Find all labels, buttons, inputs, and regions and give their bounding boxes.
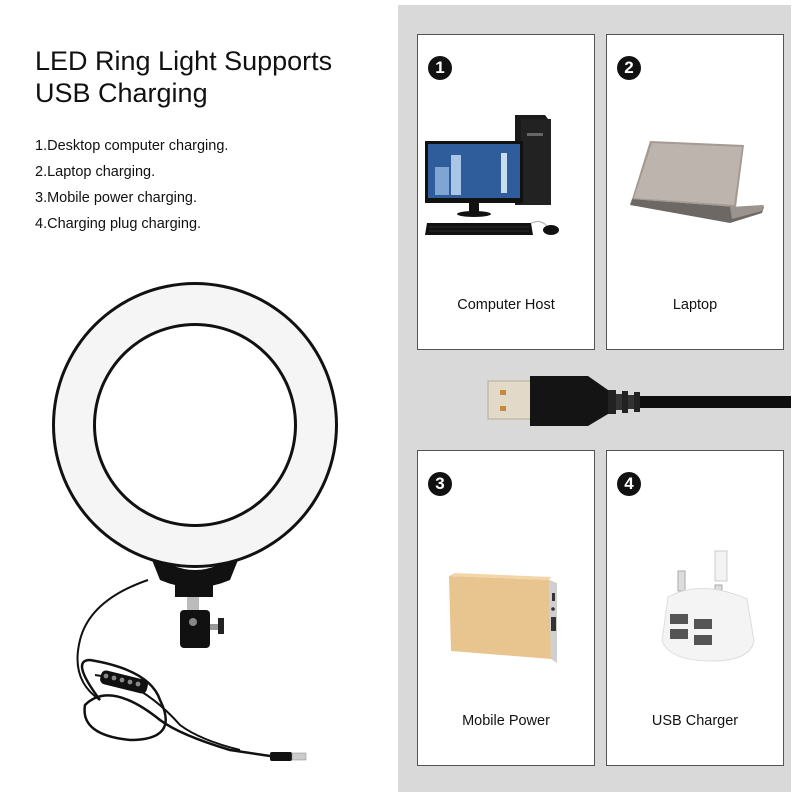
desktop-computer-icon <box>423 95 589 285</box>
feature-item: 2.Laptop charging. <box>35 164 156 180</box>
title-line-2: USB Charging <box>35 78 208 108</box>
page-title: LED Ring Light Supports USB Charging <box>35 45 332 109</box>
usb-connector-icon <box>478 368 791 434</box>
card-label: Laptop <box>672 297 718 313</box>
number-badge: 3 <box>428 472 452 496</box>
card-mobile-power: 3 Mobile Power <box>417 450 595 766</box>
feature-item: 3.Mobile power charging. <box>35 190 198 206</box>
card-label: USB Charger <box>651 713 739 729</box>
laptop-icon <box>612 95 778 285</box>
card-usb-charger: 4 USB Charger <box>606 450 784 766</box>
number-badge: 1 <box>428 56 452 80</box>
card-computer-host: 1 Computer Host <box>417 34 595 350</box>
usb-wall-charger-icon <box>612 511 778 701</box>
card-label: Mobile Power <box>462 713 550 729</box>
ring-light-image <box>30 280 360 780</box>
card-laptop: 2 Laptop <box>606 34 784 350</box>
feature-list: 1.Desktop computer charging. 2.Laptop ch… <box>35 133 228 237</box>
power-bank-icon <box>423 511 589 701</box>
title-line-1: LED Ring Light Supports <box>35 46 333 76</box>
card-label: Computer Host <box>457 297 555 313</box>
feature-item: 1.Desktop computer charging. <box>35 138 229 154</box>
feature-item: 4.Charging plug charging. <box>35 216 202 232</box>
number-badge: 4 <box>617 472 641 496</box>
ring-light-icon <box>52 282 338 761</box>
number-badge: 2 <box>617 56 641 80</box>
